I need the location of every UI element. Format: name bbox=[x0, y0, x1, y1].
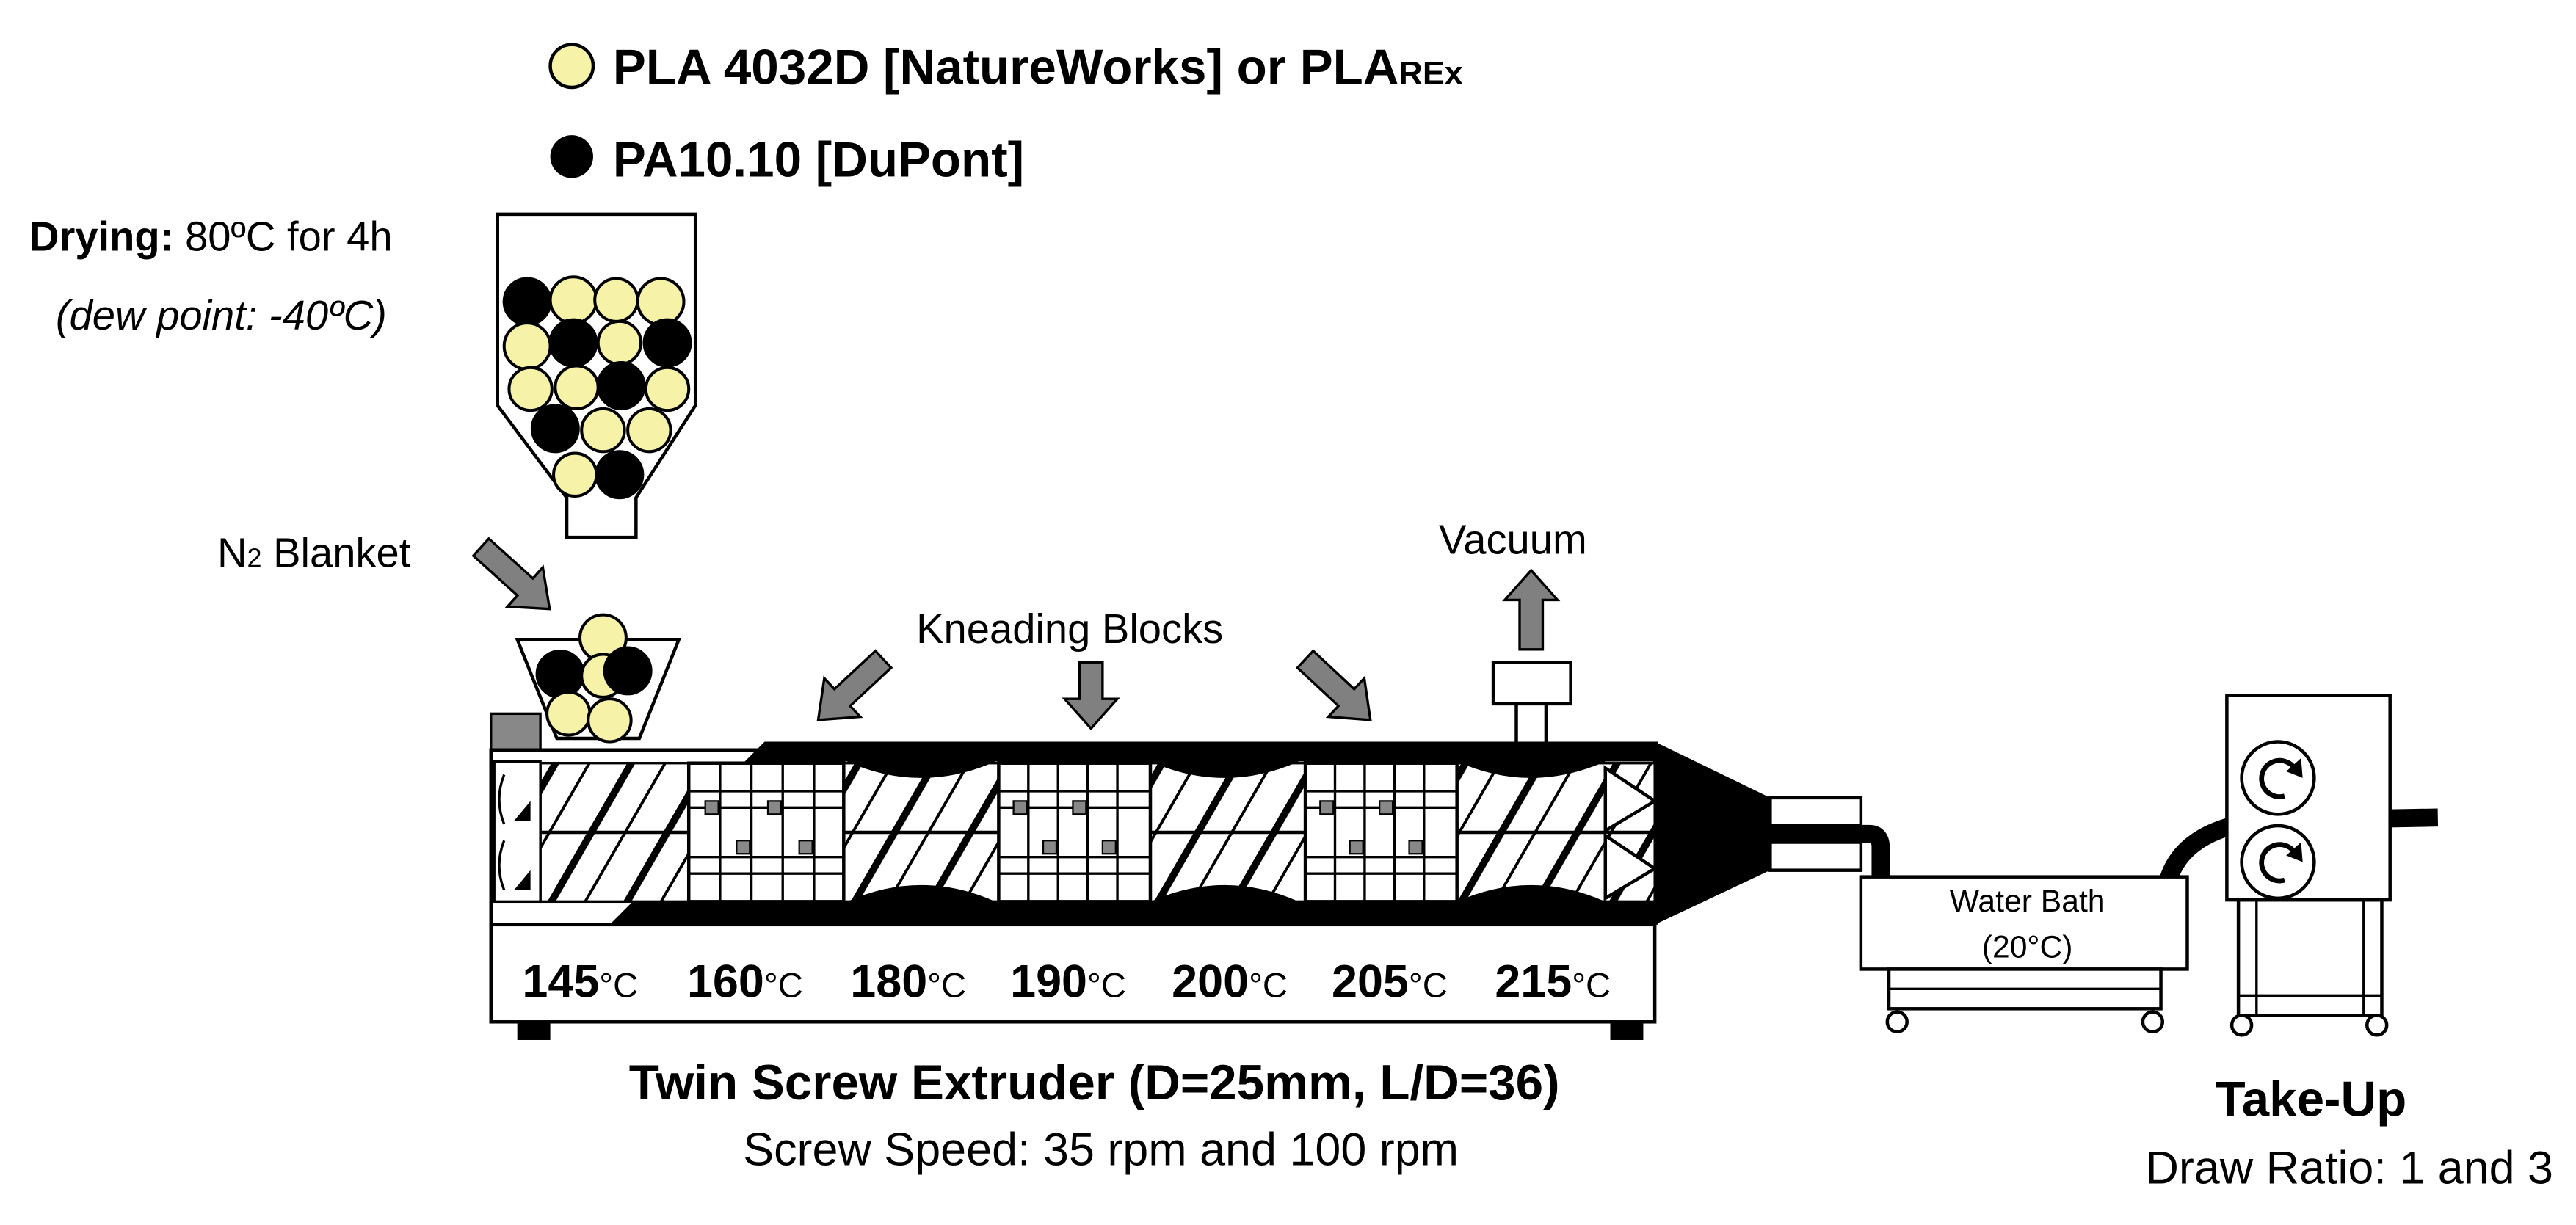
take-up-unit bbox=[2225, 694, 2392, 1037]
drying-info: Drying: 80ºC for 4h (dew point: -40ºC) bbox=[29, 213, 393, 338]
twin-screw-extruder bbox=[489, 741, 1863, 1040]
screw-tip-upper bbox=[1603, 765, 1658, 834]
kneading-arrow-left-icon bbox=[816, 649, 893, 721]
zone-temp-145: 145°C bbox=[522, 956, 638, 1008]
draw-ratio-text: Draw Ratio: 1 and 3 bbox=[2145, 1142, 2553, 1193]
legend-pa-label: PA10.10 [DuPont] bbox=[613, 132, 1024, 187]
extruder-foot-right bbox=[1610, 1022, 1644, 1040]
drying-text: Drying: 80ºC for 4h bbox=[29, 213, 393, 259]
kneading-block-1 bbox=[686, 761, 846, 904]
kneading-arrow-center-icon bbox=[1062, 661, 1120, 731]
kneading-block-2 bbox=[997, 761, 1153, 904]
vacuum-label: Vacuum bbox=[1439, 517, 1587, 563]
take-up-title: Take-Up bbox=[2216, 1072, 2407, 1127]
zone-temp-160: 160°C bbox=[687, 956, 803, 1008]
zone-temp-215: 215°C bbox=[1495, 956, 1611, 1008]
legend: PLA 4032D [NatureWorks] or PLAREx PA10.1… bbox=[548, 40, 1463, 187]
water-bath-label: Water Bath bbox=[1950, 884, 2105, 919]
feed-hopper bbox=[490, 613, 682, 752]
screw-speed-text: Screw Speed: 35 rpm and 100 rpm bbox=[743, 1124, 1459, 1176]
dryer-pellets bbox=[502, 275, 692, 500]
drive-end bbox=[493, 760, 542, 904]
zone-temp-190: 190°C bbox=[1010, 956, 1126, 1008]
take-up-wheel-left bbox=[2229, 1014, 2254, 1037]
water-bath-temp: (20°C) bbox=[1982, 930, 2073, 965]
water-bath-wheel-left bbox=[1885, 1010, 1909, 1033]
take-up-roller-lower-icon bbox=[2240, 824, 2316, 901]
kneading-arrow-right-icon bbox=[1295, 649, 1372, 721]
pla-pellet-legend-icon bbox=[548, 43, 595, 90]
vacuum-arrow-icon bbox=[1502, 568, 1561, 651]
kneading-blocks-label: Kneading Blocks bbox=[916, 606, 1223, 652]
feed-port-block bbox=[490, 712, 542, 752]
kneading-block-3 bbox=[1303, 761, 1459, 904]
zone-temp-200: 200°C bbox=[1172, 956, 1288, 1008]
feed-pellets bbox=[535, 613, 653, 744]
legend-pla-label: PLA 4032D [NatureWorks] or PLAREx bbox=[613, 40, 1463, 95]
n2-arrow-icon bbox=[471, 537, 551, 611]
zone-temp-180: 180°C bbox=[850, 956, 966, 1008]
extruder-title: Twin Screw Extruder (D=25mm, L/D=36) bbox=[629, 1055, 1560, 1111]
zone-temperatures: 145°C 160°C 180°C 190°C 200°C 205°C 215°… bbox=[522, 956, 1611, 1008]
take-up-stand bbox=[2236, 898, 2384, 1017]
dryer-hopper bbox=[496, 212, 697, 539]
temperature-zone-panel bbox=[489, 923, 1657, 1024]
polymer-strand bbox=[1860, 824, 1890, 882]
water-bath: Water Bath (20°C) bbox=[1859, 875, 2189, 1033]
take-up-wheel-right bbox=[2365, 1014, 2389, 1037]
zone-temp-205: 205°C bbox=[1332, 956, 1448, 1008]
extruder-die bbox=[1655, 741, 1771, 925]
vacuum-port bbox=[1491, 661, 1572, 752]
strand-in-die bbox=[1770, 824, 1861, 844]
pa-pellet-legend-icon bbox=[550, 135, 593, 178]
barrel-bottom-wall bbox=[609, 901, 1658, 925]
extruder-foot-left bbox=[517, 1022, 551, 1040]
n2-blanket-label: N2 Blanket bbox=[217, 529, 411, 575]
dew-point-text: (dew point: -40ºC) bbox=[56, 292, 387, 338]
barrel-top-wall bbox=[744, 741, 1658, 762]
water-bath-wheel-right bbox=[2141, 1010, 2165, 1033]
screw-tip-lower bbox=[1603, 832, 1658, 901]
take-up-roller-upper-icon bbox=[2240, 740, 2316, 816]
